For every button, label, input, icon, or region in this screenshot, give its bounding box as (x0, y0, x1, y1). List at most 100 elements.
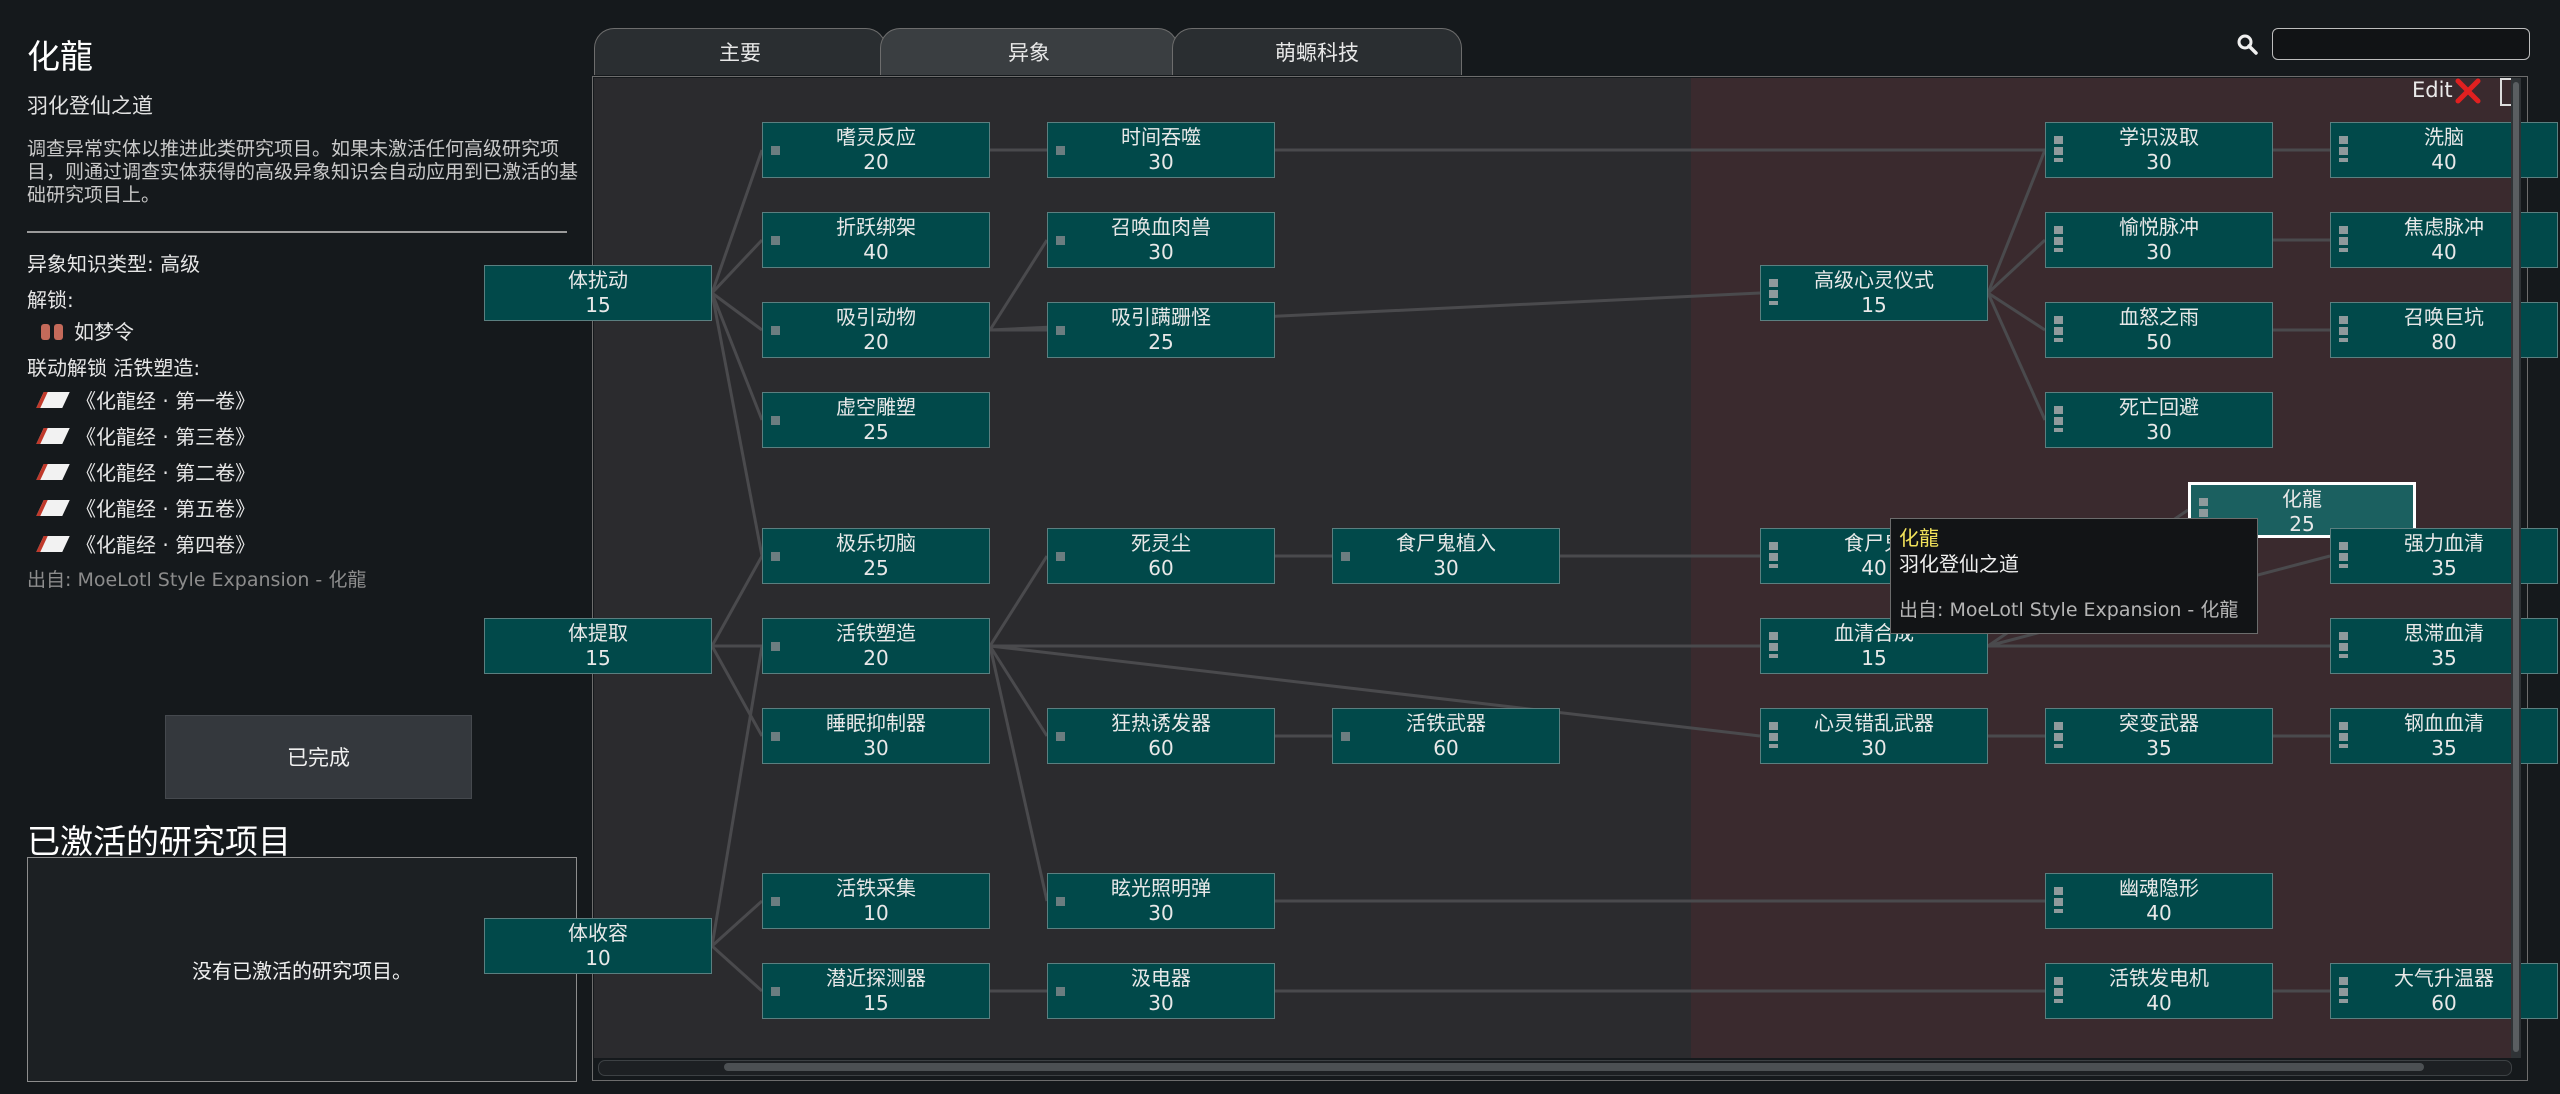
node-marker-icon (2054, 977, 2063, 1003)
node-cost: 25 (863, 556, 889, 580)
book-icon (36, 499, 70, 516)
node-label: 食尸鬼植入 (1396, 531, 1496, 555)
node-cost: 30 (863, 736, 889, 760)
node-cost: 20 (863, 150, 889, 174)
horizontal-scrollbar-thumb[interactable] (724, 1063, 2424, 1071)
tooltip-source: 出自: MoeLotl Style Expansion - 化龍 (1899, 599, 2239, 621)
tree-edge (1987, 291, 2046, 332)
node-cost: 20 (863, 330, 889, 354)
node-cost: 30 (1433, 556, 1459, 580)
node-label: 大气升温器 (2394, 966, 2494, 990)
node-label: 学识汲取 (2119, 125, 2199, 149)
node-marker-icon (771, 146, 780, 155)
book-icon (36, 463, 70, 480)
book-label: 《化龍经 · 第四卷》 (76, 533, 256, 557)
node-cost: 50 (2146, 330, 2172, 354)
node-label: 活铁武器 (1406, 711, 1486, 735)
node-marker-icon (771, 416, 780, 425)
node-label: 吸引蹒跚怪 (1111, 305, 1211, 329)
tree-edge (988, 645, 1049, 737)
tree-edge (1986, 238, 2047, 295)
node-cost: 30 (2146, 240, 2172, 264)
node-label: 心灵错乱武器 (1814, 711, 1934, 735)
active-projects-title: 已激活的研究项目 (27, 822, 291, 861)
tree-edge (710, 899, 764, 948)
edit-label[interactable]: Edit (2412, 78, 2453, 102)
copy-icon[interactable] (2500, 78, 2516, 106)
node-label: 召唤巨坑 (2404, 305, 2484, 329)
tab-anomaly[interactable]: 异象 (880, 28, 1178, 75)
book-label: 《化龍经 · 第三卷》 (76, 425, 256, 449)
node-marker-icon (1056, 326, 1065, 335)
node-marker-icon (1769, 542, 1778, 568)
node-label: 突变武器 (2119, 711, 2199, 735)
tab-moelotl-tech[interactable]: 萌螈科技 (1172, 28, 1462, 75)
tab-main[interactable]: 主要 (594, 28, 886, 75)
node-label: 化龍 (2282, 487, 2322, 511)
node-cost: 15 (1861, 293, 1887, 317)
node-cost: 40 (2431, 150, 2457, 174)
node-label: 折跃绑架 (836, 215, 916, 239)
node-marker-icon (1056, 236, 1065, 245)
book-item: 《化龍经 · 第一卷》 (36, 385, 255, 414)
node-cost: 60 (1148, 556, 1174, 580)
node-cost: 40 (2431, 240, 2457, 264)
node-marker-icon (1056, 897, 1065, 906)
linked-unlock-label: 联动解锁 活铁塑造: (27, 356, 201, 380)
node-cost: 30 (1148, 240, 1174, 264)
project-description: 调查异常实体以推进此类研究项目。如果未激活任何高级研究项目，则通过调查实体获得的… (27, 138, 579, 206)
vertical-scrollbar-thumb[interactable] (2513, 82, 2519, 1052)
node-cost: 20 (863, 646, 889, 670)
node-cost: 40 (2146, 901, 2172, 925)
search-input[interactable] (2272, 28, 2530, 60)
node-cost: 30 (1861, 736, 1887, 760)
completed-button[interactable]: 已完成 (165, 715, 472, 799)
close-icon[interactable] (2453, 76, 2483, 106)
node-label: 幽魂隐形 (2119, 876, 2199, 900)
node-cost: 60 (2431, 991, 2457, 1015)
node-label: 焦虑脉冲 (2404, 215, 2484, 239)
node-label: 眩光照明弹 (1111, 876, 1211, 900)
node-marker-icon (2339, 977, 2348, 1003)
node-label: 洗脑 (2424, 125, 2464, 149)
tree-edge (1986, 292, 2047, 421)
